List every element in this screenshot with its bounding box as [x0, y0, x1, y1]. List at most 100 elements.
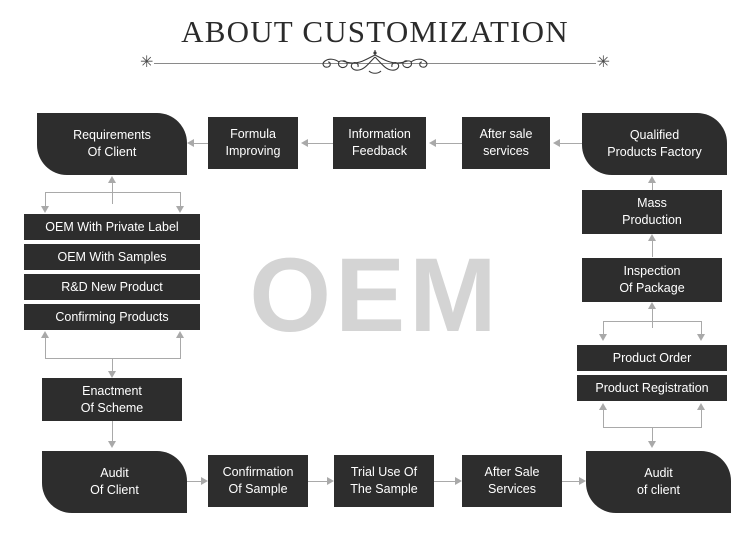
node-line-1: OEM With Samples [57, 249, 167, 264]
flourish-ornament-icon [322, 50, 428, 74]
connector-bar-to-audit-right-stem [652, 427, 653, 443]
connector-requirements-up-stem [112, 182, 113, 204]
connector-trial-to-aftersale [434, 481, 455, 482]
connector-aftersale-to-feedback [433, 143, 462, 144]
node-line-1: Audit [100, 466, 129, 480]
node-line-2: Of Client [90, 483, 139, 497]
node-inspection-of-package[interactable]: Inspection Of Package [582, 258, 722, 302]
node-line-2: Production [622, 213, 682, 227]
node-line-2: Of Sample [228, 482, 288, 496]
node-enactment-of-scheme[interactable]: Enactment Of Scheme [42, 378, 182, 421]
node-line-2: Products Factory [607, 145, 702, 159]
node-oem-with-private-label[interactable]: OEM With Private Label [24, 214, 200, 240]
connector-stack-top-left-leg [45, 192, 46, 208]
node-line-2: Of Scheme [80, 400, 144, 415]
connector-bracket-to-inspection-stem [652, 308, 653, 328]
node-audit-of-client-left[interactable]: Audit Of Client [42, 451, 187, 513]
divider-rule [154, 63, 596, 64]
node-line-2: of client [636, 483, 681, 497]
node-line-1: Information [348, 127, 411, 141]
node-line-2: Of Package [619, 281, 685, 295]
arrowhead-formula-to-requirements [187, 139, 194, 147]
node-line-2: Improving [225, 144, 281, 158]
arrowhead-mass-to-factory [648, 176, 656, 183]
node-line-1: R&D New Product [61, 279, 163, 294]
node-mass-production[interactable]: Mass Production [582, 190, 722, 234]
arrowhead-right-top-left [599, 334, 607, 341]
oem-watermark: OEM [249, 237, 501, 354]
node-information-feedback[interactable]: Information Feedback [333, 117, 426, 169]
connector-stack-bottom-right-leg [180, 337, 181, 359]
node-rd-new-product[interactable]: R&D New Product [24, 274, 200, 300]
connector-enactment-to-audit [112, 421, 113, 443]
node-line-1: OEM With Private Label [45, 219, 179, 234]
node-requirements-of-client[interactable]: Requirements Of Client [37, 113, 187, 175]
connector-aftersale-to-audit-right [562, 481, 579, 482]
arrowhead-right-bottom-right [697, 403, 705, 410]
node-line-1: Inspection [623, 264, 681, 278]
divider-star-left-icon: ✳ [140, 54, 154, 71]
node-line-1: Mass [637, 196, 667, 210]
connector-enactment-down-stem [112, 358, 113, 373]
node-formula-improving[interactable]: Formula Improving [208, 117, 298, 169]
node-confirming-products[interactable]: Confirming Products [24, 304, 200, 330]
arrowhead-right-top-right [697, 334, 705, 341]
arrowhead-feedback-to-formula [301, 139, 308, 147]
arrowhead-aftersale-to-feedback [429, 139, 436, 147]
arrowhead-bottom-left-to-stack [41, 331, 49, 338]
node-after-sale-services-top[interactable]: After sale services [462, 117, 550, 169]
node-product-registration[interactable]: Product Registration [577, 375, 727, 401]
ornamental-divider: ✳ ✳ [140, 50, 610, 78]
node-line-1: Product Order [612, 350, 692, 365]
connector-feedback-to-formula [305, 143, 333, 144]
node-line-2: Feedback [352, 144, 407, 158]
node-line-1: Product Registration [595, 380, 709, 395]
node-line-2: Of Client [87, 145, 137, 159]
connector-right-top-bar [603, 321, 701, 322]
arrowhead-stack-to-requirements [108, 176, 116, 183]
node-line-1: Confirmation [222, 465, 294, 479]
arrowhead-bar-to-enactment [108, 371, 116, 378]
node-audit-of-client-right[interactable]: Audit of client [586, 451, 731, 513]
arrowhead-right-bottom-left [599, 403, 607, 410]
connector-stack-top-right-leg [180, 192, 181, 208]
node-confirmation-of-sample[interactable]: Confirmation Of Sample [208, 455, 308, 507]
node-line-1: Requirements [73, 128, 151, 142]
connector-right-top-left-leg [603, 321, 604, 336]
node-trial-use-of-the-sample[interactable]: Trial Use Of The Sample [334, 455, 434, 507]
page-title: ABOUT CUSTOMIZATION [181, 14, 569, 49]
node-line-2: The Sample [350, 482, 418, 496]
arrowhead-inspection-to-mass [648, 234, 656, 241]
arrowhead-trial-to-aftersale [455, 477, 462, 485]
arrowhead-aftersale-to-audit-right [579, 477, 586, 485]
arrowhead-audit-to-confirmation [201, 477, 208, 485]
connector-right-bottom-right-leg [701, 409, 702, 428]
node-line-1: Confirming Products [55, 309, 169, 324]
node-line-1: Audit [644, 466, 673, 480]
connector-inspection-to-mass [652, 240, 653, 257]
node-line-1: Qualified [629, 128, 680, 142]
arrowhead-enactment-to-audit [108, 441, 116, 448]
node-product-order[interactable]: Product Order [577, 345, 727, 371]
node-line-1: After Sale [484, 465, 540, 479]
divider-star-right-icon: ✳ [596, 54, 610, 71]
node-oem-with-samples[interactable]: OEM With Samples [24, 244, 200, 270]
node-line-1: After sale [479, 127, 533, 141]
connector-stack-bottom-left-leg [45, 337, 46, 359]
arrowhead-bracket-to-inspection [648, 302, 656, 309]
node-line-2: services [483, 144, 529, 158]
node-after-sale-services-bottom[interactable]: After Sale Services [462, 455, 562, 507]
arrowhead-bar-to-audit-right [648, 441, 656, 448]
arrowhead-stack-top-left [41, 206, 49, 213]
connector-formula-to-requirements [191, 143, 208, 144]
node-qualified-products-factory[interactable]: Qualified Products Factory [582, 113, 727, 175]
connector-right-bottom-left-leg [603, 409, 604, 428]
node-line-1: Formula [230, 127, 276, 141]
connector-audit-to-confirmation [187, 481, 201, 482]
node-line-2: Services [488, 482, 536, 496]
connector-right-top-right-leg [701, 321, 702, 336]
node-line-1: Enactment [82, 383, 142, 398]
connector-factory-to-aftersale [557, 143, 582, 144]
connector-confirmation-to-trial [308, 481, 327, 482]
